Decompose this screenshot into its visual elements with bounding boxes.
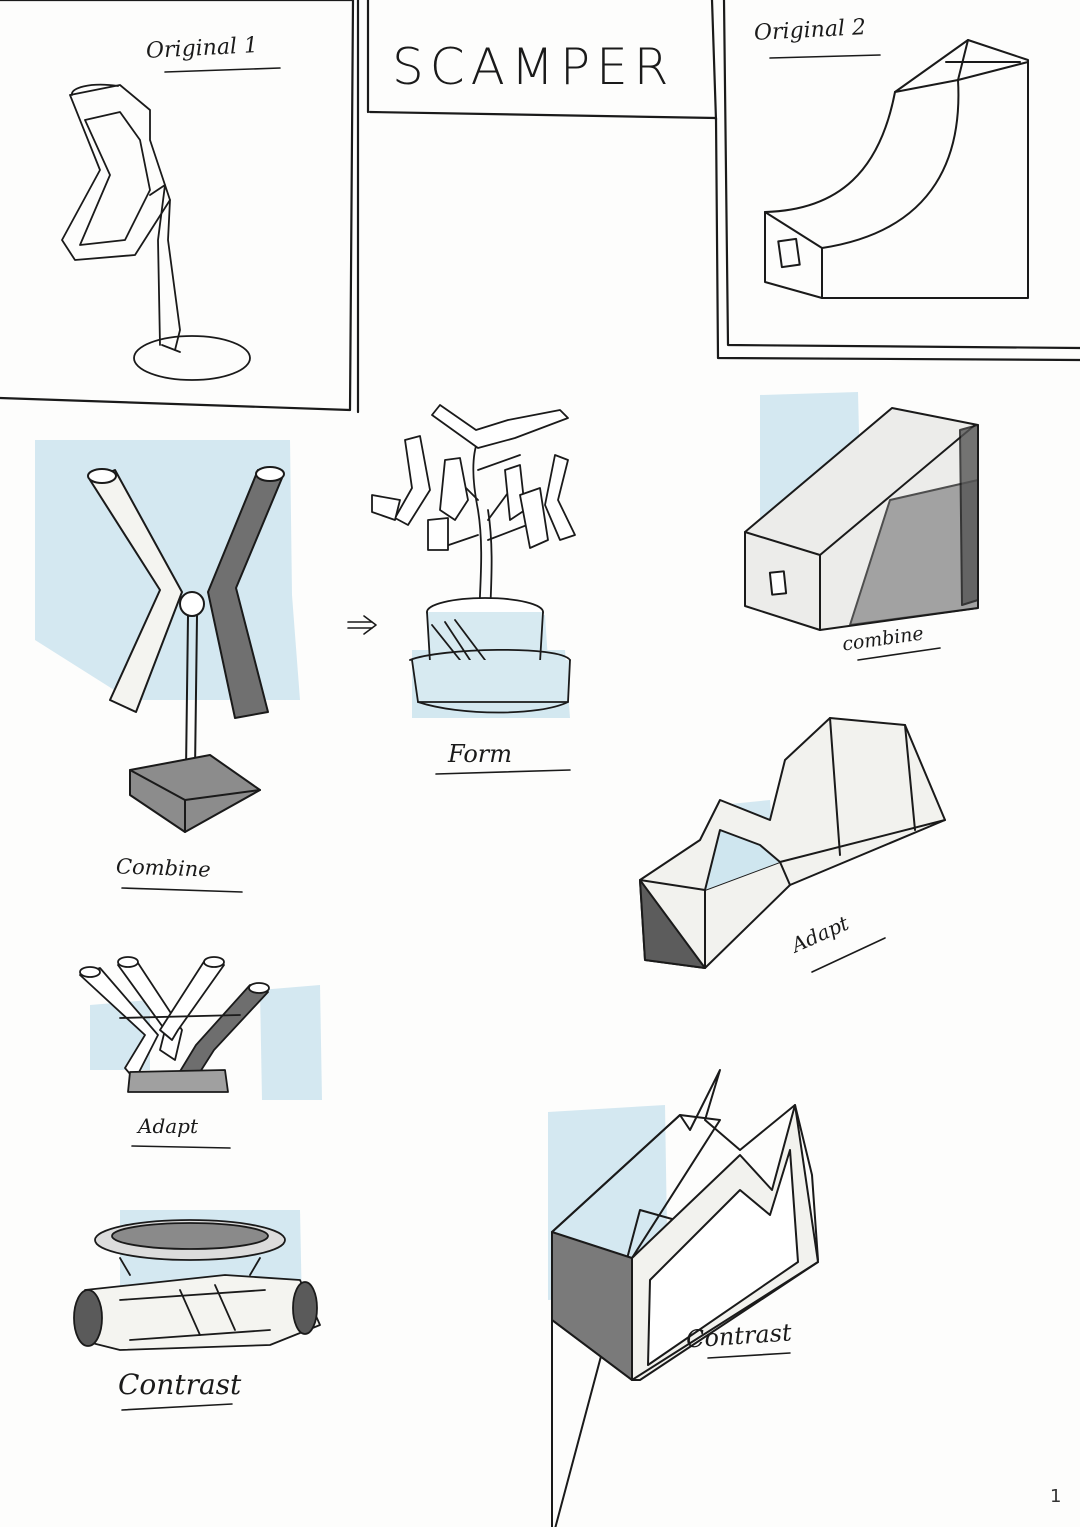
adapt-right-sketch bbox=[639, 717, 946, 969]
form-label: Form bbox=[448, 740, 513, 768]
combine-right-sketch bbox=[744, 407, 979, 631]
arrow-icon bbox=[347, 615, 377, 635]
original-1-sketch bbox=[61, 83, 251, 381]
combine-right-underline bbox=[857, 647, 941, 661]
contrast-left-label: Contrast bbox=[118, 1368, 242, 1401]
combine-left-label: Combine bbox=[115, 854, 212, 882]
frame-original-2 bbox=[714, 0, 1080, 362]
combine-left-sketch bbox=[87, 466, 285, 833]
original-2-sketch bbox=[764, 39, 1029, 299]
combine-left-underline bbox=[121, 887, 243, 893]
contrast-left-sketch bbox=[73, 1219, 321, 1351]
adapt-left-underline bbox=[131, 1145, 231, 1149]
original-1-label-underline bbox=[164, 67, 281, 73]
adapt-right-underline bbox=[811, 937, 886, 973]
adapt-left-label: Adapt bbox=[138, 1114, 199, 1138]
page-title: SCAMPER bbox=[392, 38, 675, 96]
page-number: 1 bbox=[1050, 1486, 1062, 1507]
form-sketch bbox=[371, 404, 576, 714]
frame-title bbox=[366, 0, 718, 122]
contrast-right-sketch bbox=[551, 1069, 819, 1527]
frame-original-1 bbox=[0, 0, 360, 414]
contrast-left-underline bbox=[121, 1403, 233, 1411]
original-2-label-underline bbox=[769, 54, 881, 59]
adapt-left-sketch bbox=[79, 956, 270, 1093]
form-underline bbox=[435, 769, 571, 775]
contrast-right-underline bbox=[707, 1352, 791, 1359]
